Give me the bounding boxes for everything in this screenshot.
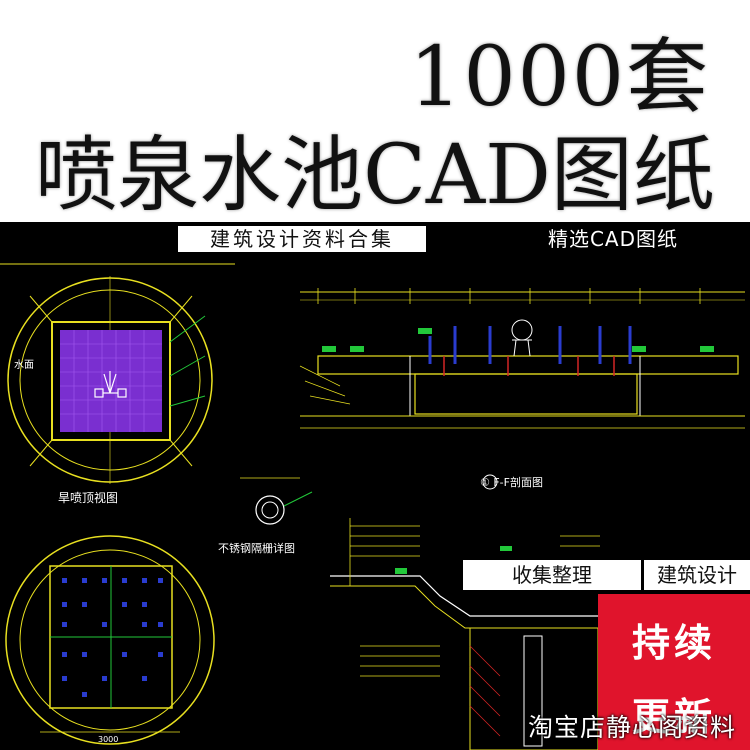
purple-fountain-grid xyxy=(60,330,162,432)
badge-line1: 持续 xyxy=(631,621,716,665)
band-right-label: 精选CAD图纸 xyxy=(547,227,679,251)
fountain-nozzle-icon xyxy=(94,371,127,398)
section-title: ① F-F剖面图 xyxy=(480,475,543,489)
bottom-dimension: 3000 xyxy=(98,735,118,744)
collect-tag: 收集整理 xyxy=(463,560,641,590)
plan-bottom-circle: 3000 xyxy=(5,535,215,745)
shop-watermark: 淘宝店静心阁资料 xyxy=(527,713,736,742)
update-badge: 持续 更新 xyxy=(598,594,750,750)
arch-tag: 建筑设计 xyxy=(644,560,750,590)
title-count: 1000套 xyxy=(409,30,710,125)
band-left-label: 建筑设计资料合集 xyxy=(178,226,426,252)
water-label: 水面 xyxy=(14,359,34,371)
badge-line2: 更新 xyxy=(631,695,716,739)
header-banner: 1000套 喷泉水池CAD图纸 xyxy=(0,0,750,223)
section-drawing: ① F-F剖面图 xyxy=(299,288,745,490)
grille-detail: 不锈钢隔栅详图 xyxy=(218,477,313,555)
sculpture-icon xyxy=(511,319,533,357)
title-main: 喷泉水池CAD图纸 xyxy=(35,128,715,223)
plan-top-circle: 水面 旱喷顶视图 xyxy=(0,263,235,505)
subtitle-band: 建筑设计资料合集 精选CAD图纸 xyxy=(0,222,750,256)
grille-detail-title: 不锈钢隔栅详图 xyxy=(218,541,295,555)
plan-top-title: 旱喷顶视图 xyxy=(58,490,118,505)
